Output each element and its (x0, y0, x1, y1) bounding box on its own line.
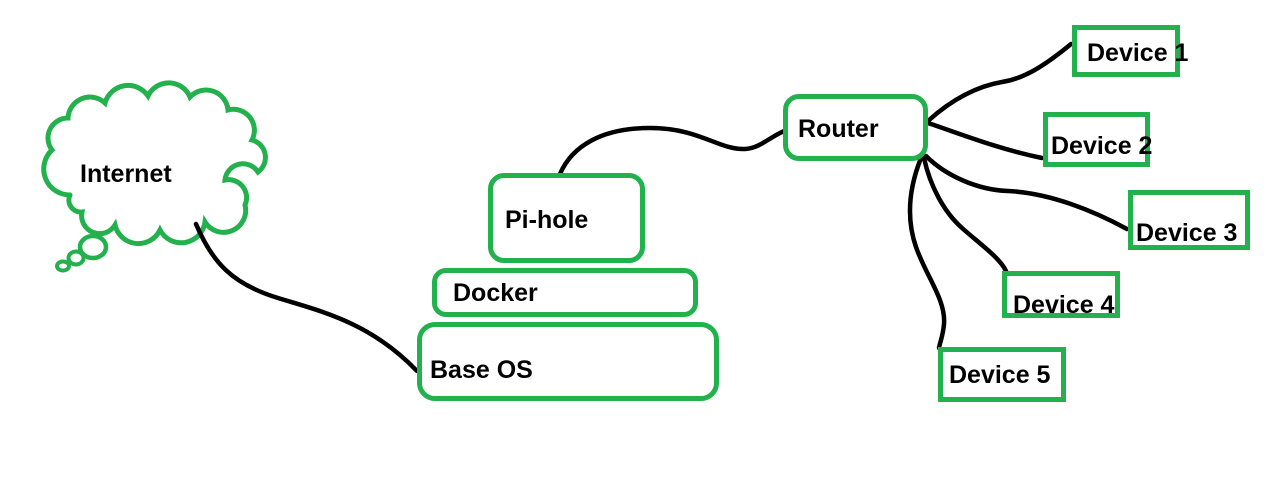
edge-internet-baseos (193, 221, 420, 374)
node-device-1: Device 1 (1072, 25, 1188, 77)
node-pihole: Pi-hole (488, 173, 645, 263)
edge-pihole-router (557, 125, 793, 177)
node-docker: Docker (432, 268, 698, 317)
router-label: Router (798, 115, 879, 143)
device-1-label: Device 1 (1087, 39, 1189, 67)
edge-router-device5 (907, 155, 947, 351)
thought-bubble-large (77, 233, 109, 261)
internet-cloud-icon (41, 80, 268, 247)
device-4-label: Device 4 (1013, 290, 1115, 319)
thought-bubble-small (55, 259, 71, 273)
node-device-2: Device 2 (1043, 112, 1153, 167)
edge-router-device1 (925, 41, 1074, 124)
edge-router-device3 (923, 153, 1130, 232)
device-5-label: Device 5 (949, 360, 1051, 389)
docker-label: Docker (453, 279, 538, 307)
thought-bubble-medium (66, 249, 86, 267)
node-router: Router (783, 94, 928, 161)
pihole-label: Pi-hole (505, 206, 589, 234)
device-3-label: Device 3 (1136, 218, 1238, 247)
edge-router-device2 (925, 120, 1045, 161)
node-device-4: Device 4 (1002, 271, 1120, 318)
base-os-label: Base OS (430, 356, 533, 384)
node-base-os: Base OS (417, 322, 719, 401)
edge-router-device4 (921, 155, 1009, 274)
node-device-3: Device 3 (1128, 190, 1250, 250)
device-2-label: Device 2 (1051, 131, 1153, 160)
node-device-5: Device 5 (938, 347, 1066, 402)
internet-label: Internet (80, 160, 172, 188)
